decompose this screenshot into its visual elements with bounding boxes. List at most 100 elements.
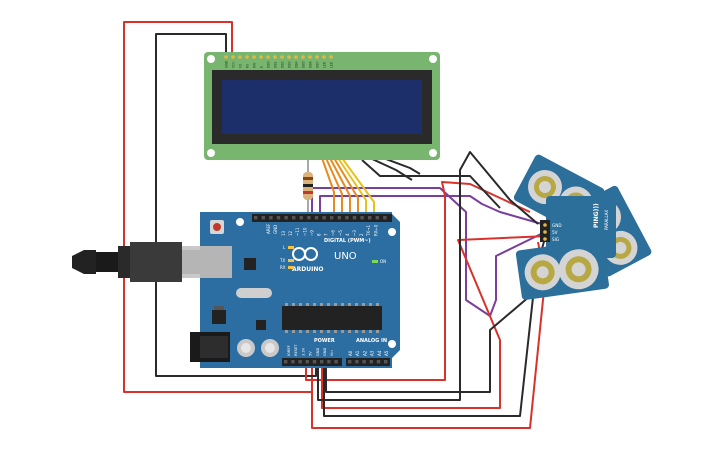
lcd-pin-label: LED	[323, 61, 327, 68]
wire-orange-4	[333, 157, 359, 215]
chip-pin	[341, 330, 344, 333]
chip-pin	[327, 303, 330, 306]
sensor-pin	[543, 230, 547, 234]
chip-pin	[292, 330, 295, 333]
lcd-pin-label: DB3	[288, 61, 292, 68]
analog-pin-label: A4	[377, 350, 382, 356]
led-l-label: L	[283, 245, 286, 250]
board-mount-hole	[388, 340, 396, 348]
lcd-pin	[231, 55, 235, 59]
led-rx	[288, 266, 294, 269]
header-hole	[376, 360, 381, 364]
wire-orange-1	[321, 157, 335, 215]
wire-red-c	[305, 181, 531, 381]
wire-black-h	[361, 159, 501, 209]
board-mount-hole	[388, 228, 396, 236]
header-hole	[276, 216, 281, 220]
lcd-pin	[252, 55, 256, 59]
led-on-label: ON	[380, 259, 386, 264]
chip-pin	[362, 303, 365, 306]
wire-black-i	[369, 157, 413, 181]
digital-pin-label: 2	[359, 233, 364, 236]
digital-pin-label: ~11	[295, 227, 300, 236]
lcd-pin-label: DB5	[302, 61, 306, 68]
usb-plug-body	[130, 242, 182, 282]
chip-pin	[376, 330, 379, 333]
led-tx	[288, 259, 294, 262]
board-mount-hole	[236, 218, 244, 226]
digital-pin-label: ~10	[302, 227, 307, 236]
power-pin-label: 3.3V	[301, 347, 305, 356]
wire-orange-3	[329, 157, 351, 215]
header-hole	[284, 360, 288, 364]
analog-pin-label: A5	[384, 350, 389, 356]
lcd-pin	[238, 55, 242, 59]
chip-pin	[327, 330, 330, 333]
header-hole	[284, 216, 288, 220]
header-hole	[383, 216, 387, 220]
header-hole	[348, 360, 352, 364]
digital-header-holes	[254, 216, 387, 220]
chip-pin	[376, 303, 379, 306]
digital-pin-label: ~9	[309, 230, 314, 236]
lcd-mount-hole	[207, 149, 215, 157]
brand-label: ARDUINO	[292, 266, 323, 273]
chip-pin	[285, 330, 288, 333]
header-hole	[307, 216, 311, 220]
led-on	[372, 260, 378, 263]
chip-pin	[292, 303, 295, 306]
lcd-pin-label: RS	[246, 64, 250, 68]
power-pin-label: 5V	[309, 351, 313, 356]
ultrasonic-sensor-bottom	[515, 239, 609, 300]
power-pin-label: RESET	[294, 344, 298, 356]
header-hole	[330, 216, 334, 220]
lcd-pin-label: DB2	[281, 61, 285, 68]
header-hole	[352, 216, 357, 220]
led-rx-label: RX	[280, 265, 286, 270]
sensor-pin-label: SIG	[552, 237, 559, 242]
digital-pin-label: TX→1	[366, 224, 371, 237]
wire-yellow-6	[341, 157, 375, 215]
sensor-pin	[543, 237, 547, 241]
lcd-pin	[329, 55, 333, 59]
lcd-mount-hole	[429, 55, 437, 63]
analog-pin-label: A0	[348, 350, 353, 356]
analog-pin-label: A1	[355, 350, 360, 356]
chip-pin	[369, 303, 372, 306]
lcd-pin	[294, 55, 298, 59]
lcd-pin-label: DB7	[316, 61, 320, 68]
header-hole	[368, 216, 372, 220]
aref-label: AREF	[266, 223, 271, 234]
led-tx-label: TX	[279, 258, 285, 263]
power-label: POWER	[314, 338, 335, 344]
digital-pin-label: ~5	[338, 230, 343, 236]
digital-pin-label: ~6	[331, 230, 336, 236]
voltage-regulator	[212, 310, 226, 324]
lcd-mount-hole	[429, 149, 437, 157]
analog-label: ANALOG IN	[356, 338, 387, 344]
lcd-pin-label: VCC	[232, 61, 236, 68]
header-hole	[327, 360, 331, 364]
digital-pin-label: 8	[317, 233, 322, 236]
sensor-pin-label: 5V	[552, 230, 558, 235]
header-hole	[254, 216, 258, 220]
lcd-pin-label: V0	[239, 64, 243, 68]
chip-pin	[348, 330, 351, 333]
gnd-label: GND	[273, 225, 278, 234]
header-hole	[312, 360, 317, 364]
bottom-header-holes	[284, 360, 388, 364]
lcd-pin-label: DB1	[274, 61, 278, 68]
lcd-screen	[222, 80, 422, 134]
atmega-pins	[285, 303, 379, 333]
digital-pin-label: RX←0	[373, 224, 378, 236]
digital-pin-label: ~3	[352, 230, 357, 236]
power-pin-label: IOREF	[287, 345, 291, 356]
analog-pin-label: A2	[362, 350, 367, 356]
header-hole	[269, 216, 273, 220]
usb-socket	[200, 246, 232, 278]
chip-pin	[355, 330, 358, 333]
